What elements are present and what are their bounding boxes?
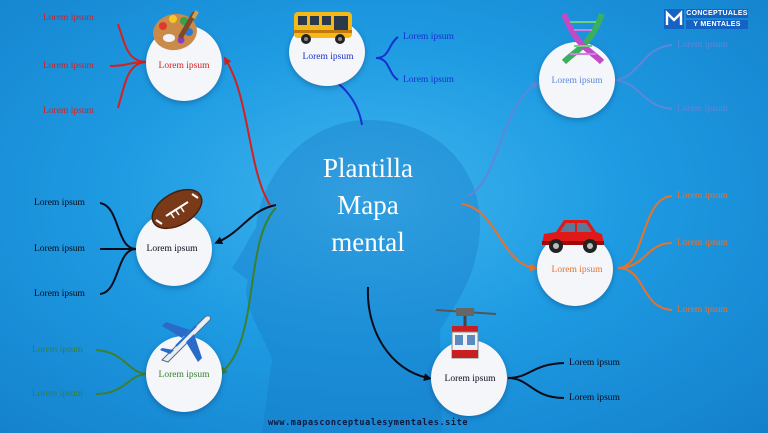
bracket-light-blue — [611, 44, 673, 110]
leaf-palette-3: Lorem ipsum — [43, 106, 94, 116]
school-bus-icon — [294, 12, 352, 44]
leaf-airplane-2: Lorem ipsum — [32, 389, 83, 399]
node-dna-label: Lorem ipsum — [551, 76, 603, 86]
footer-website[interactable]: www.mapasconceptualesymentales.site — [267, 418, 469, 428]
leaf-football-2: Lorem ipsum — [34, 244, 85, 254]
airplane-icon — [160, 315, 211, 363]
bracket-black-left — [99, 202, 137, 295]
brand-logo[interactable]: CONCEPTUALES Y MENTALES — [664, 9, 748, 29]
node-airplane-label: Lorem ipsum — [158, 370, 210, 380]
center-title-line-1: Plantilla — [323, 153, 413, 183]
brand-logo-line-1: CONCEPTUALES — [686, 9, 748, 18]
leaf-palette-1: Lorem ipsum — [43, 13, 94, 23]
center-title-line-3: mental — [331, 227, 405, 257]
branch-orange — [461, 203, 538, 272]
brand-logo-mark-icon — [664, 9, 684, 29]
center-title-line-2: Mapa — [337, 190, 399, 220]
node-bus-label: Lorem ipsum — [302, 52, 354, 62]
leaf-cablecar-1: Lorem ipsum — [569, 358, 620, 368]
leaf-car-3: Lorem ipsum — [677, 305, 728, 315]
red-car-icon — [542, 220, 604, 253]
leaf-football-3: Lorem ipsum — [34, 289, 85, 299]
branch-black-bottom — [366, 286, 432, 382]
bracket-black-bottom — [507, 362, 565, 399]
branch-light-blue — [467, 81, 540, 197]
leaf-airplane-1: Lorem ipsum — [32, 345, 83, 355]
node-car-label: Lorem ipsum — [551, 265, 603, 275]
node-palette-label: Lorem ipsum — [158, 61, 210, 71]
leaf-cablecar-2: Lorem ipsum — [569, 393, 620, 403]
branch-green — [218, 207, 277, 375]
leaf-dna-2: Lorem ipsum — [677, 104, 728, 114]
branch-red — [223, 56, 271, 206]
dna-icon — [561, 12, 605, 65]
leaf-car-1: Lorem ipsum — [677, 191, 728, 201]
node-cablecar-label: Lorem ipsum — [444, 374, 496, 384]
football-icon — [151, 188, 203, 230]
bracket-orange — [617, 195, 673, 311]
leaf-bus-1: Lorem ipsum — [403, 32, 454, 42]
branch-black-left — [214, 204, 277, 244]
center-title: Plantilla Mapa mental — [288, 150, 448, 261]
cable-car-icon — [435, 308, 497, 359]
paint-palette-icon — [153, 10, 199, 51]
brand-logo-line-2: Y MENTALES — [686, 20, 748, 29]
leaf-car-2: Lorem ipsum — [677, 238, 728, 248]
leaf-dna-1: Lorem ipsum — [677, 40, 728, 50]
leaf-bus-2: Lorem ipsum — [403, 75, 454, 85]
node-airplane-circle[interactable] — [146, 336, 222, 412]
head-silhouette — [232, 119, 481, 433]
node-football-label: Lorem ipsum — [146, 244, 198, 254]
bracket-red — [109, 23, 149, 109]
bracket-green — [95, 349, 149, 395]
leaf-football-1: Lorem ipsum — [34, 198, 85, 208]
bracket-blue — [375, 36, 399, 81]
leaf-palette-2: Lorem ipsum — [43, 61, 94, 71]
